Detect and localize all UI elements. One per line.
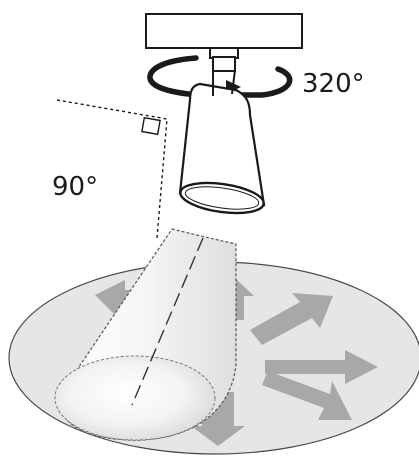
mount-neck [212, 56, 236, 72]
tilt-reference [56, 99, 168, 239]
beam-axis [131, 237, 204, 406]
ceiling-mount [145, 13, 303, 49]
lamp-lens-inner [184, 186, 260, 210]
tilt-reference-lines [56, 99, 168, 239]
lamp-bracket [212, 69, 236, 96]
right-angle-marker [141, 116, 161, 136]
lamp-body [178, 82, 266, 215]
rotation-angle-label: 320° [302, 69, 365, 99]
rotation-ring [147, 55, 293, 99]
arrow-right [265, 350, 378, 384]
lamp-lens [179, 181, 265, 215]
arrow-down-right [262, 371, 352, 420]
arrow-up-right [250, 293, 333, 345]
tilt-angle-label: 90° [52, 172, 98, 202]
